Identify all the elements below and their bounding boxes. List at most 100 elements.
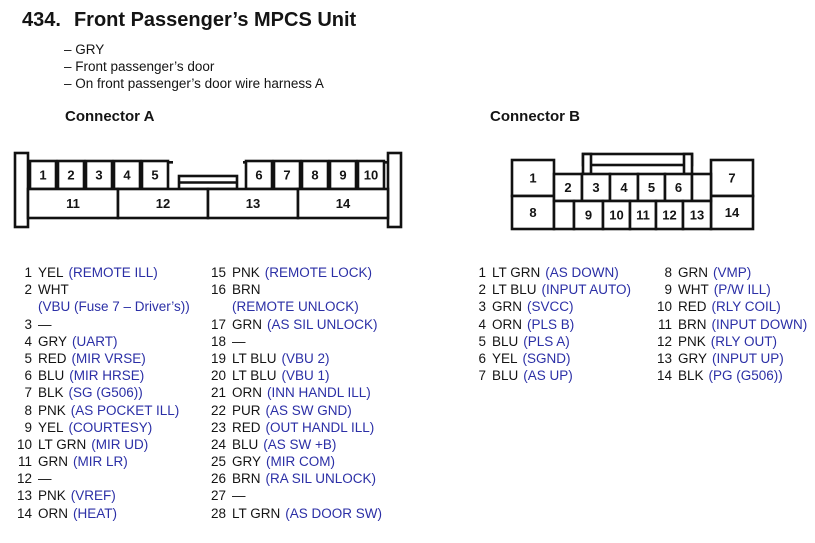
note-line: – Front passenger’s door: [64, 59, 215, 74]
conn-b-cell-10-number: 10: [609, 208, 623, 223]
pin-wire-color: PNK: [232, 265, 260, 280]
conn-b-lock-post-left: [581, 152, 593, 176]
pin-wire-color: GRN: [38, 454, 68, 470]
conn-b-lock-tab: [581, 152, 694, 167]
conn-b-cell-1-number: 1: [529, 171, 536, 186]
conn-b-cell-9-number: 9: [585, 208, 592, 223]
conn-a-pin-16-cont: (REMOTE UNLOCK): [206, 298, 382, 315]
pin-wire-color: RED: [38, 350, 67, 366]
conn-a-cell-4-number: 4: [123, 168, 131, 183]
pin-wire-color: RED: [678, 299, 707, 315]
pin-wire-color: RED: [232, 419, 261, 435]
pin-number: 10: [656, 299, 672, 315]
pin-function: (INPUT DOWN): [711, 316, 808, 332]
pin-wire-color: GRN: [492, 299, 522, 315]
conn-a-cell-4-box: [112, 159, 142, 191]
header-notes: – GRY– Front passenger’s door– On front …: [64, 41, 324, 92]
pin-function: (AS SW +B): [263, 436, 337, 452]
conn-a-cell-10-number: 10: [364, 168, 378, 183]
pin-wire-color: —: [232, 333, 246, 349]
conn-b-cell-8-number: 8: [529, 205, 536, 220]
pin-number: 4: [24, 333, 32, 349]
conn-a-cell-6-box: [244, 159, 274, 191]
conn-a-cell-13-number: 13: [246, 196, 260, 211]
pin-number: 20: [210, 368, 226, 384]
pin-function: (VBU (Fuse 7 – Driver’s)): [38, 299, 190, 315]
conn-a-left-cap: [13, 151, 30, 229]
pin-function: (MIR LR): [73, 454, 128, 470]
conn-b-cell-3-number: 3: [592, 180, 599, 195]
pin-function: (HEAT): [73, 505, 117, 521]
pin-wire-color: PNK: [678, 333, 706, 349]
pin-number: 3: [478, 299, 486, 315]
pin-number: 7: [24, 385, 32, 401]
connector-a-label: Connector A: [65, 108, 155, 125]
pin-number: 24: [210, 436, 226, 452]
pin-number: 8: [24, 402, 32, 418]
pin-number: 16: [210, 282, 226, 298]
conn-a-pin-2-cont: (VBU (Fuse 7 – Driver’s)): [12, 298, 190, 315]
conn-b-cell-6-number: 6: [675, 180, 682, 195]
conn-a-pin-3: 3—: [12, 316, 190, 333]
pin-wire-color: PNK: [38, 402, 66, 418]
conn-a-cell-11-box: [26, 187, 120, 220]
conn-a-cell-6-number: 6: [255, 168, 262, 183]
pin-function: (REMOTE UNLOCK): [232, 299, 359, 315]
conn-b-cell-4-number: 4: [620, 180, 628, 195]
pin-number: 11: [657, 316, 672, 332]
pin-wire-color: BLK: [678, 368, 704, 384]
pin-wire-color: LT GRN: [38, 436, 87, 452]
conn-a-pin-27: 27—: [206, 487, 382, 504]
pin-number: 9: [664, 282, 672, 298]
pin-wire-color: YEL: [38, 265, 64, 280]
pin-number: 1: [478, 265, 486, 280]
note-line: – On front passenger’s door wire harness…: [64, 76, 324, 91]
pin-number: 4: [478, 316, 486, 332]
conn-a-cell-8-number: 8: [311, 168, 318, 183]
pin-number: 2: [478, 282, 486, 298]
conn-b-cell-12-box: [654, 199, 685, 231]
pin-function: (P/W ILL): [713, 282, 771, 298]
pin-number: 23: [210, 419, 226, 435]
conn-b-cell-14-number: 14: [725, 205, 740, 220]
pin-number: 14: [16, 505, 32, 521]
pin-wire-color: LT BLU: [492, 282, 537, 298]
conn-b-blank-top-box: [690, 172, 713, 203]
pin-function: (PLS A): [523, 333, 570, 349]
pin-number: 2: [24, 282, 32, 298]
conn-a-right-cap: [386, 151, 403, 229]
pin-wire-color: GRY: [678, 350, 708, 366]
pin-function: (VREF): [70, 488, 116, 504]
conn-b-cell-7-number: 7: [728, 171, 735, 186]
pin-wire-color: ORN: [38, 505, 68, 521]
conn-a-cell-12-number: 12: [156, 196, 170, 211]
page-title: 434.Front Passenger’s MPCS Unit: [22, 8, 356, 32]
pin-function: (SGND): [522, 350, 571, 366]
pin-function: (AS POCKET ILL): [70, 402, 180, 418]
pin-number: 14: [656, 368, 672, 384]
pin-wire-color: PNK: [38, 488, 66, 504]
pin-number: 1: [24, 265, 32, 280]
conn-a-cell-14-box: [296, 187, 390, 220]
pin-function: (SG (G506)): [68, 385, 143, 401]
conn-b-cell-11-number: 11: [636, 208, 650, 223]
conn-a-pin-12: 12—: [12, 470, 190, 487]
pin-function: (PLS B): [527, 316, 575, 332]
